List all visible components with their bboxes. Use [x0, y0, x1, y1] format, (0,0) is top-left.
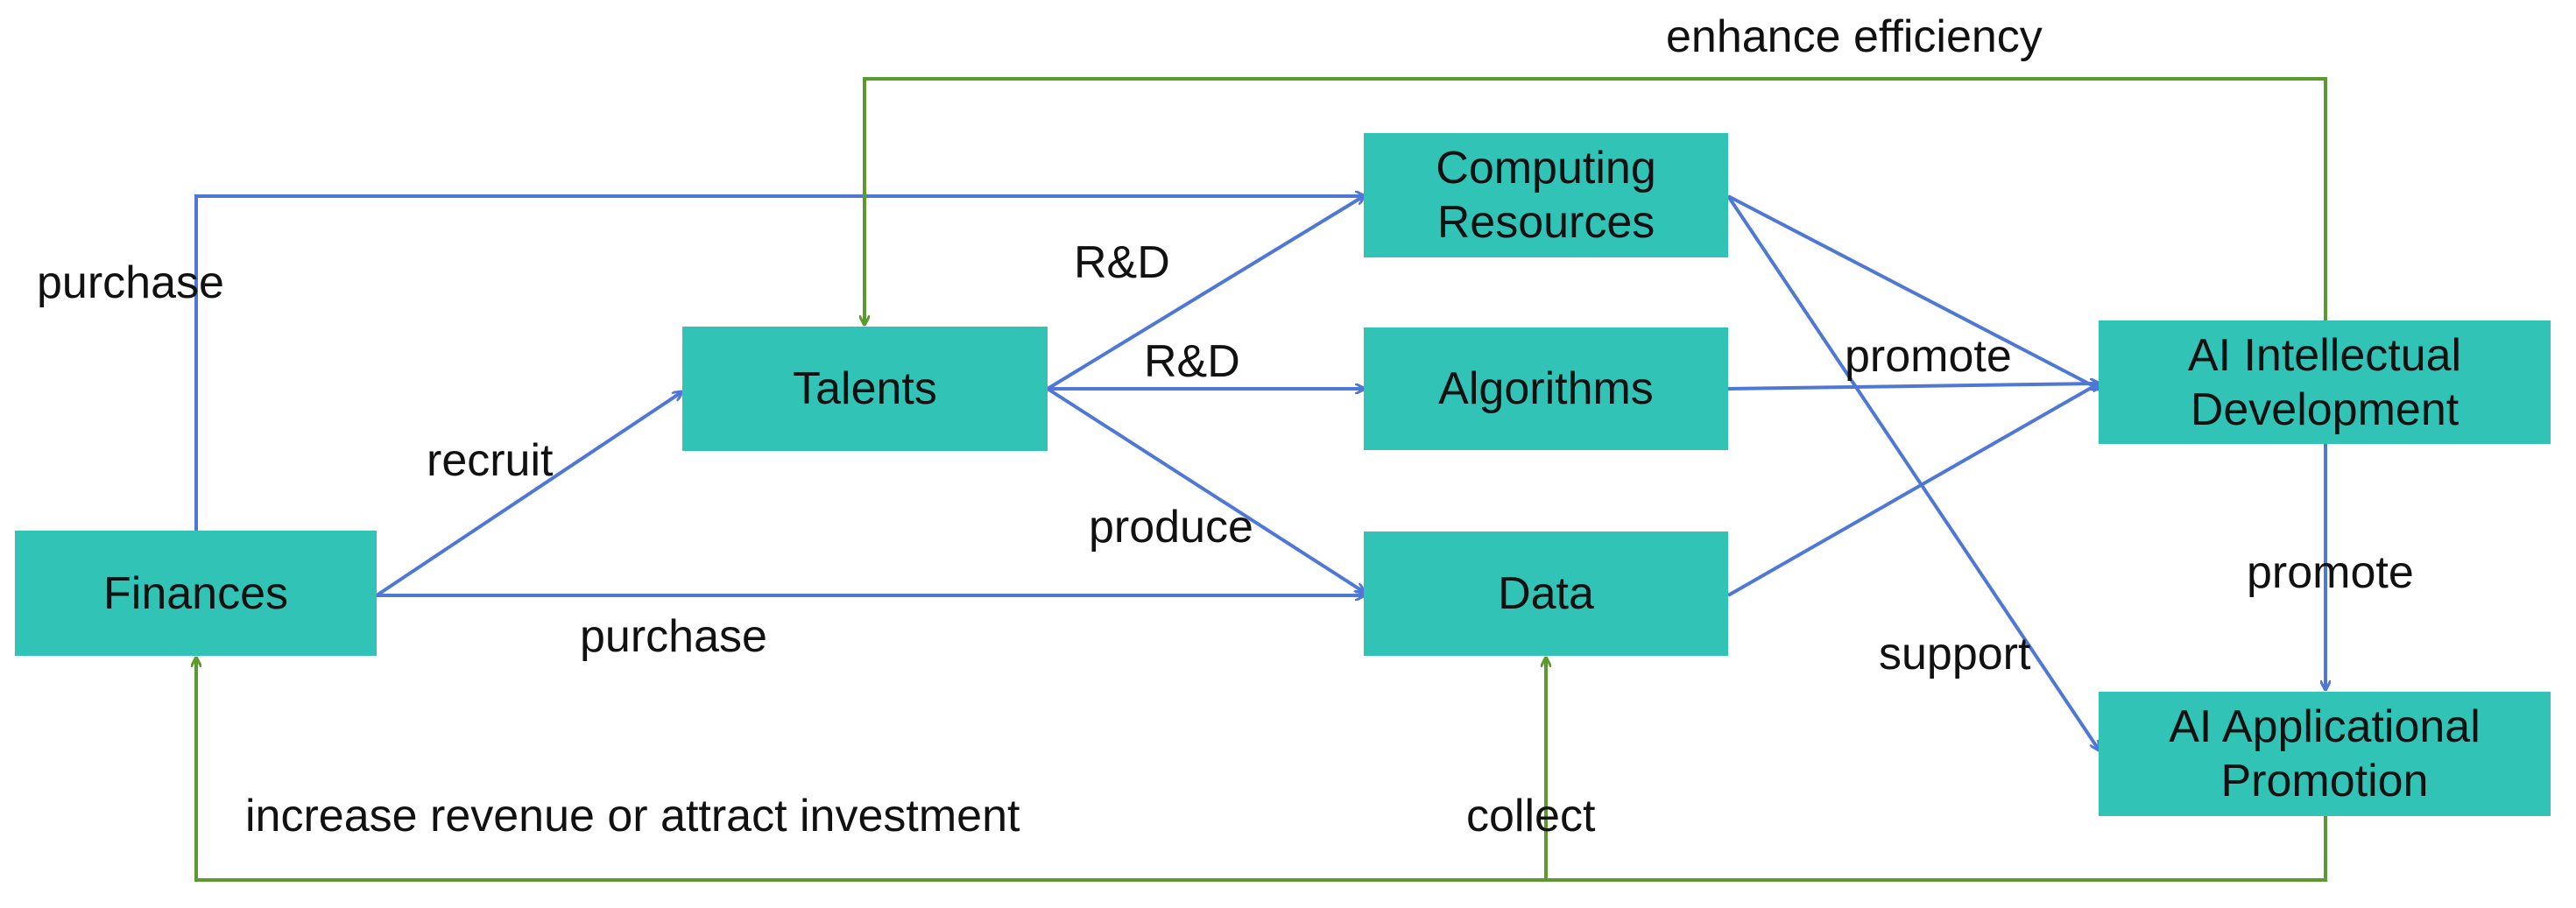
node-algorithms-label: Algorithms [1438, 363, 1654, 414]
edge-finances-to-computing [194, 196, 1364, 531]
node-finances: Finances [15, 531, 377, 656]
node-talents: Talents [682, 327, 1048, 451]
label-purchase-compute: purchase [37, 257, 224, 308]
node-ai-intellectual-development-label: AI Intellectual Development [2187, 329, 2462, 435]
label-increase-revenue: increase revenue or attract investment [245, 791, 1020, 841]
node-finances-label: Finances [103, 567, 288, 619]
edge-enhance-efficiency [865, 77, 2327, 444]
node-ai-applicational-promotion-label: AI Applicational Promotion [2169, 701, 2481, 806]
node-data: Data [1364, 531, 1728, 656]
label-enhance-efficiency: enhance efficiency [1666, 11, 2043, 62]
label-collect: collect [1466, 791, 1596, 841]
edge-talents-to-data [1046, 387, 1364, 592]
edge-finances-to-talents [375, 392, 681, 597]
label-rd-compute: R&D [1074, 237, 1170, 288]
node-ai-intellectual-development: AI Intellectual Development [2099, 320, 2551, 444]
label-support: support [1879, 629, 2031, 679]
label-promote-intellectual: promote [1845, 331, 2012, 382]
label-recruit: recruit [427, 435, 554, 486]
label-purchase-data: purchase [580, 611, 767, 662]
edge-increase-revenue [196, 658, 2327, 882]
label-promote-application: promote [2247, 547, 2414, 598]
edge-data-to-ai-intellectual [1727, 384, 2099, 597]
node-computing-resources-label: Computing Resources [1436, 143, 1656, 248]
node-data-label: Data [1498, 568, 1594, 619]
node-ai-applicational-promotion: AI Applicational Promotion [2099, 692, 2551, 816]
label-produce: produce [1089, 502, 1253, 553]
node-computing-resources: Computing Resources [1364, 133, 1728, 257]
node-algorithms: Algorithms [1364, 327, 1728, 450]
edge-computing-to-ai-applicational [1726, 194, 2099, 750]
edge-algorithms-to-ai-intellectual [1727, 384, 2099, 391]
label-rd-algorithms: R&D [1144, 336, 1240, 387]
node-talents-label: Talents [793, 363, 937, 414]
edge-talents-to-computing [1046, 196, 1364, 391]
edge-computing-to-ai-intellectual [1727, 194, 2099, 389]
